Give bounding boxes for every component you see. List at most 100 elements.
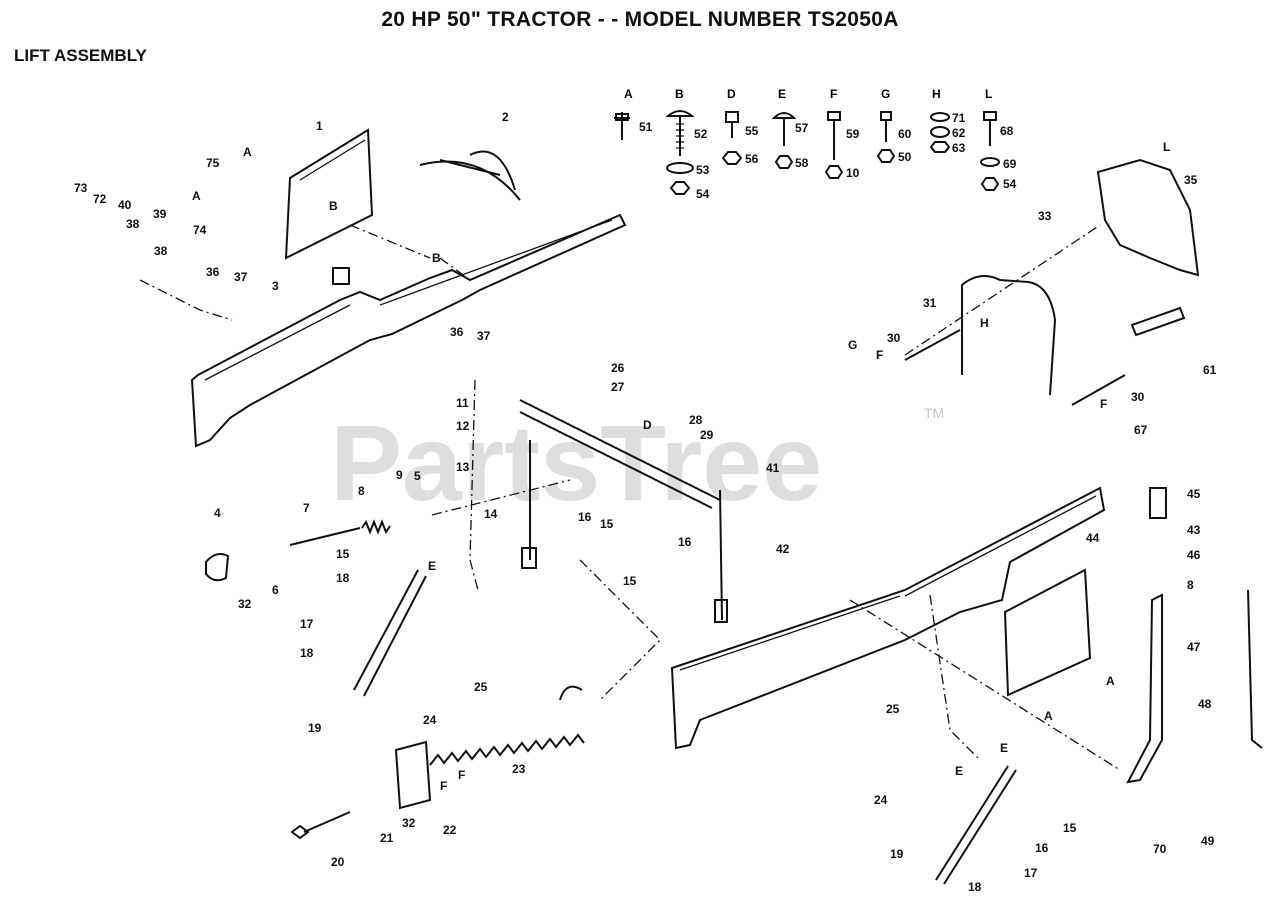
ref-letter-f: F [458,768,465,782]
callout-6: 6 [272,583,279,597]
thread-lines [676,123,684,149]
callout-48: 48 [1198,697,1212,711]
guide-line [349,224,471,281]
callout-33: 33 [1038,209,1052,223]
ref-letter-a: A [243,145,252,159]
callout-47: 47 [1187,640,1201,654]
callout-35: 35 [1184,173,1198,187]
guide-line [849,599,1121,771]
callout-28: 28 [689,413,703,427]
guide-line [904,224,1101,356]
callout-17a: 17 [300,617,314,631]
callout-32a: 32 [238,597,252,611]
nut-icon [876,149,896,163]
section-subtitle: LIFT ASSEMBLY [14,46,147,65]
reference-letters: A A A A B B D E E E F F F F G H L [192,140,1170,793]
callout-74: 74 [193,223,207,237]
lock-washer-icon [930,126,950,138]
hardware-part-label: 54 [696,187,710,201]
callout-14: 14 [484,507,498,521]
hardware-part-label: 63 [952,141,966,155]
u-frame-31 [961,275,1057,396]
hardware-key-letter-d: D [727,87,736,101]
carriage-bolt-icon [665,110,695,156]
callout-17b: 17 [1024,866,1038,880]
guide-line [469,379,479,591]
callout-42: 42 [776,542,790,556]
lift-shaft [519,399,721,509]
nut-icon [721,151,743,165]
hardware-key-letter-b: B [675,87,684,101]
callout-16b: 16 [678,535,692,549]
callout-23: 23 [512,762,526,776]
callout-75: 75 [206,156,220,170]
ref-letter-e: E [955,764,963,778]
hardware-part-label: 58 [795,156,809,170]
washer-icon [666,162,694,174]
hardware-part-label: 51 [639,120,653,134]
washer-icon [930,112,950,122]
upper-frame-rail [190,213,627,448]
callout-38b: 38 [154,244,168,258]
callout-15d: 15 [1063,821,1077,835]
callout-41: 41 [766,461,780,475]
callout-16a: 16 [578,510,592,524]
ref-letter-l: L [1163,140,1170,154]
ref-letter-d: D [643,418,652,432]
ref-letter-b: B [432,251,441,265]
arm-30 [904,329,1126,406]
callout-43: 43 [1187,523,1201,537]
hardware-part-label: 53 [696,163,710,177]
hardware-part-label: 59 [846,127,860,141]
grip-45 [1149,487,1167,519]
upper-rail-edge [204,219,613,381]
rod-7 [289,527,361,546]
callout-36b: 36 [450,325,464,339]
page-title: 20 HP 50" TRACTOR - - MODEL NUMBER TS205… [381,8,899,31]
watermark-tm: TM [924,405,944,421]
bolt-icon [880,111,892,142]
callout-67: 67 [1134,423,1148,437]
link-19-left [353,569,427,697]
callout-44: 44 [1086,531,1100,545]
hardware-part-label: 68 [1000,124,1014,138]
callout-36a: 36 [206,265,220,279]
hardware-key: A 51 B 52 53 54 D 55 56 E 57 58 F 59 10 … [614,87,1017,201]
callout-5: 5 [414,469,421,483]
link-42 [714,489,728,623]
callout-70: 70 [1153,842,1167,856]
callout-13: 13 [456,460,470,474]
part-callouts: 1 2 3 4 5 6 7 8 9 11 12 13 14 15 15 15 1… [74,110,1217,894]
ref-letter-a: A [192,189,201,203]
callout-61: 61 [1203,363,1217,377]
plate-1 [284,128,374,260]
spring-23 [429,685,585,766]
callout-49: 49 [1201,834,1215,848]
bolt-icon [983,111,997,146]
plate-35 [1096,158,1200,277]
hardware-part-label: 55 [745,124,759,138]
callout-19b: 19 [890,847,904,861]
carriage-bolt-icon [771,112,797,146]
hardware-key-letter-g: G [881,87,890,101]
callout-18a: 18 [336,571,350,585]
callout-2: 2 [502,110,509,124]
ref-letter-a: A [1044,709,1053,723]
bolt-20 [290,811,351,840]
hardware-key-letter-l: L [985,87,992,101]
callout-15a: 15 [336,547,350,561]
callout-24a: 24 [423,713,437,727]
bar-61 [1130,306,1186,337]
callout-20: 20 [331,855,345,869]
callout-27: 27 [611,380,625,394]
hardware-part-label: 69 [1003,157,1017,171]
hardware-part-label: 10 [846,166,860,180]
nut-icon [929,141,951,153]
callout-38a: 38 [126,217,140,231]
callout-46: 46 [1187,548,1201,562]
link-19-right [935,765,1017,885]
lever-47 [1126,593,1163,784]
callout-37a: 37 [234,270,248,284]
hardware-part-label: 50 [898,150,912,164]
